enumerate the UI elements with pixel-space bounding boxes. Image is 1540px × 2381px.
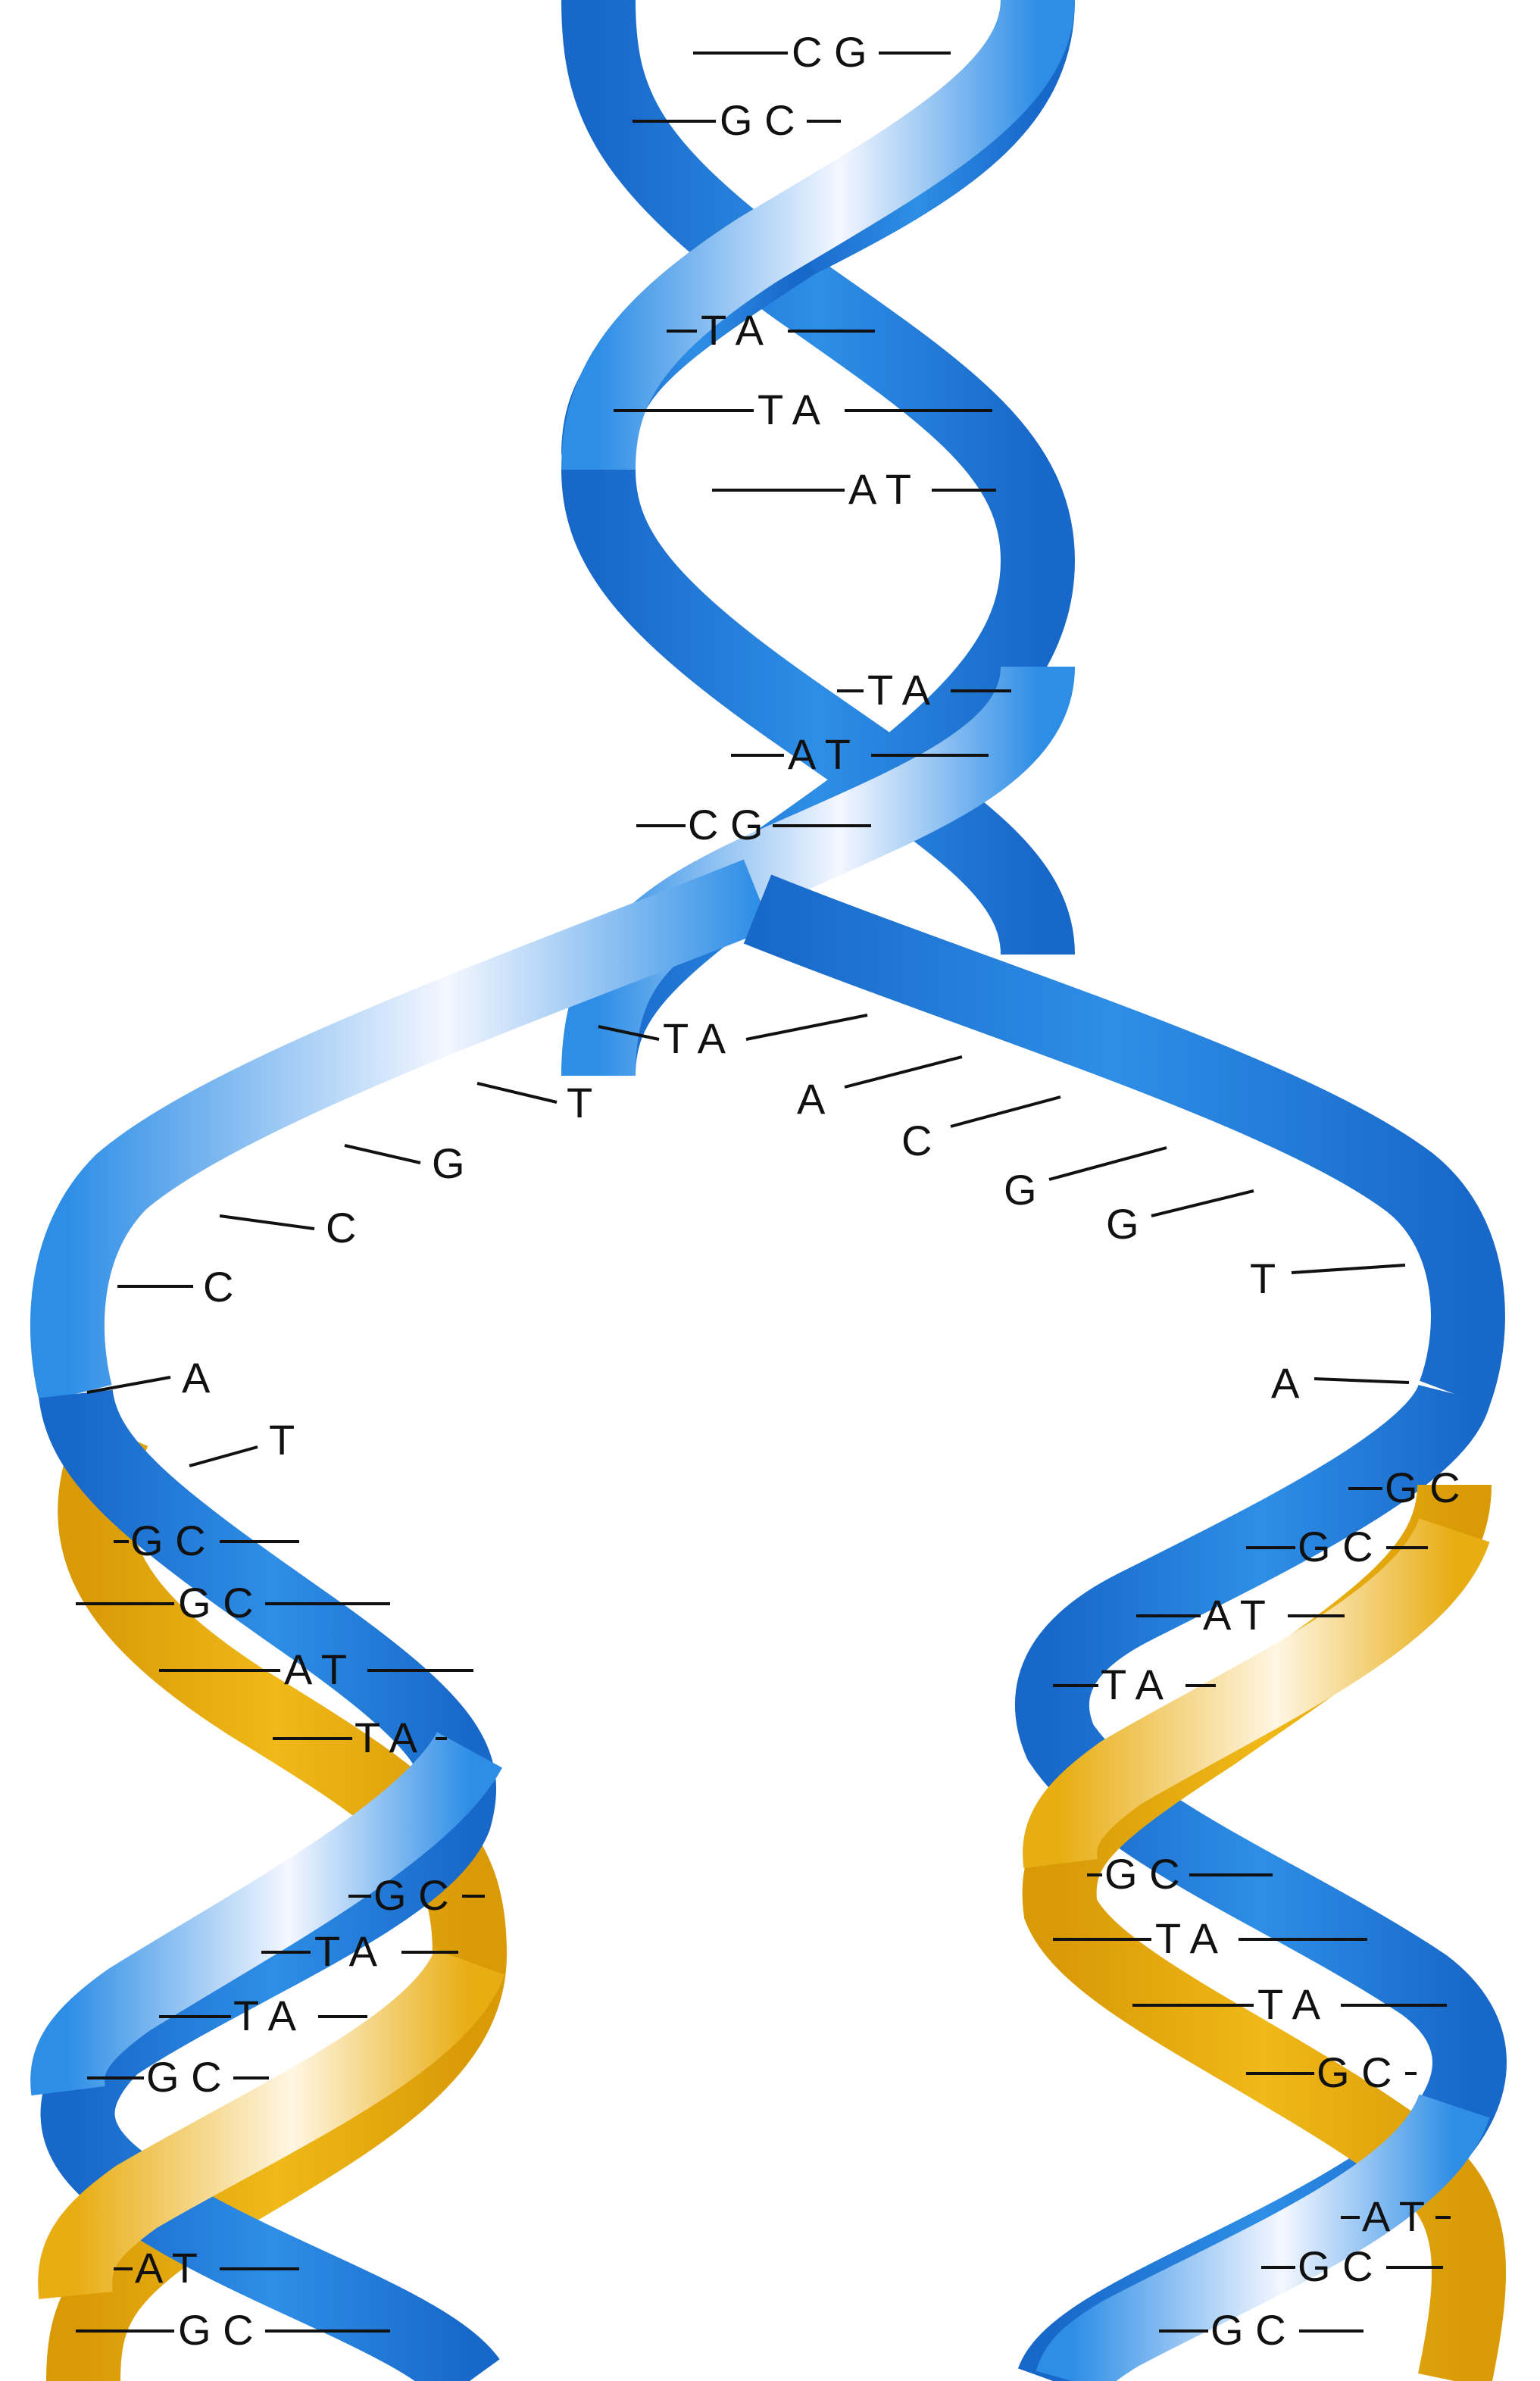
fork-right-base-label: C [901,1117,932,1164]
left-daughter-pair: A T [114,2244,299,2292]
fork-left-base: C [219,1204,356,1251]
left-daughter-pair: T A [261,1927,458,1975]
fork-right-base-label: T [1250,1255,1276,1302]
left-daughter-pair: A T [159,1645,473,1693]
parent-pair-label: T A [867,666,931,714]
fork-right-base: A [1271,1359,1410,1407]
parent-pair: A T [731,730,989,778]
right-daughter-pair: G C [1246,2048,1417,2096]
left-daughter-pair: G C [114,1517,299,1564]
fork-right-base: C [901,1095,1061,1164]
fork-right-base-label: A [797,1075,826,1123]
base-labels: C G G C T A T A A T T A [76,28,1460,2354]
right-daughter-pair: T A [1053,1914,1367,1962]
parent-pair-label: T A [701,306,764,354]
left-daughter-pair-label: A T [284,1645,347,1693]
fork-left-base: G [344,1139,465,1187]
left-daughter-pair: G C [76,2306,390,2354]
right-daughter-pair: G C [1348,1464,1460,1511]
parent-pair-label: A T [848,465,911,513]
fork-right-base: G [1004,1146,1167,1214]
parent-strand-front-1 [561,0,1075,470]
parent-pair-label: C G [792,28,867,76]
fork-left-arm [30,859,772,1403]
left-daughter-pair: G C [76,1579,390,1626]
right-daughter-pair-label: G C [1317,2048,1392,2096]
parent-pair-label: T A [663,1014,726,1062]
left-daughter-pair-label: G C [146,2053,222,2101]
right-daughter-pair-label: T A [1155,1914,1219,1962]
right-daughter-pair-label: A T [1362,2192,1425,2240]
parent-pair: C G [693,28,951,76]
left-daughter-pair-label: G C [178,2306,254,2354]
right-daughter-pair-label: A T [1203,1591,1266,1639]
right-daughter-helix [1014,1382,1507,2381]
fork-left-base-label: T [269,1416,295,1464]
fork-right-base-label: G [1106,1200,1139,1248]
fork-right-base-label: A [1271,1359,1300,1407]
right-daughter-pair-label: G C [1385,1464,1460,1511]
right-daughter-pair-label: G C [1210,2306,1286,2354]
left-daughter-pair: G C [348,1871,485,1919]
fork-right-base-label: G [1004,1166,1037,1214]
parent-pair: C G [636,801,871,848]
parent-pair: T A [598,1014,868,1062]
parent-pair: T A [667,306,875,354]
right-daughter-front-gold [1023,1517,1490,1869]
parent-pair: A T [712,465,996,513]
left-daughter-pair-label: T A [314,1927,378,1975]
right-daughter-pair: G C [1246,1523,1428,1570]
parent-pair: T A [837,666,1011,714]
left-daughter-old-strand [39,1388,500,2381]
right-daughter-pair: G C [1159,2306,1364,2354]
fork-left-base: C [117,1263,233,1311]
right-daughter-pair: A T [1341,2192,1451,2240]
right-daughter-pair: A T [1136,1591,1345,1639]
parent-pair-label: A T [788,730,851,778]
parent-strand-front-2 [561,468,1075,957]
parent-pair: T A [614,386,992,433]
right-daughter-pair-label: G C [1298,2242,1373,2290]
left-daughter-pair-label: T A [355,1714,418,1761]
fork-left-base-label: G [432,1139,465,1187]
right-daughter-pair: G C [1261,2242,1443,2290]
left-daughter-pair-label: T A [233,1992,297,2039]
right-daughter-pair: T A [1053,1661,1216,1708]
fork-right-base: G [1106,1189,1254,1248]
fork-left-base-label: A [182,1354,211,1401]
fork-left-parent-strand [30,859,772,1403]
fork-right-base: T [1250,1255,1406,1302]
right-daughter-pair-label: T A [1101,1661,1164,1708]
left-daughter-pair-label: A T [135,2244,198,2292]
fork-right-arm [743,874,1505,1408]
fork-left-base-label: C [203,1263,233,1311]
right-daughter-pair: T A [1132,1980,1447,2028]
right-daughter-pair-label: G C [1104,1850,1180,1898]
left-daughter-front-cross [30,1730,502,2096]
fork-left-base: A [86,1354,211,1401]
left-daughter-pair-label: G C [130,1517,206,1564]
parent-pair-label: C G [688,801,764,848]
right-daughter-pair-label: T A [1257,1980,1321,2028]
right-daughter-pair-label: G C [1298,1523,1373,1570]
parent-pair-label: G C [720,96,795,144]
parent-pair: G C [633,96,841,144]
left-daughter-pair: T A [273,1714,447,1761]
fork-left-base: T [189,1416,295,1467]
right-daughter-front-blue [1036,2092,1490,2381]
left-daughter-pair-label: G C [373,1871,449,1919]
left-daughter-front-gold [38,1947,505,2299]
fork-left-base-label: C [326,1204,356,1251]
right-daughter-pair: G C [1087,1850,1273,1898]
left-daughter-pair-label: G C [178,1579,254,1626]
fork-left-base: T [476,1079,592,1126]
fork-right-base: A [797,1055,963,1123]
left-daughter-pair: T A [159,1992,367,2039]
fork-right-parent-strand [743,874,1505,1408]
left-daughter-pair: G C [87,2053,269,2101]
parent-pair-label: T A [758,386,821,433]
fork-left-base-label: T [567,1079,592,1126]
